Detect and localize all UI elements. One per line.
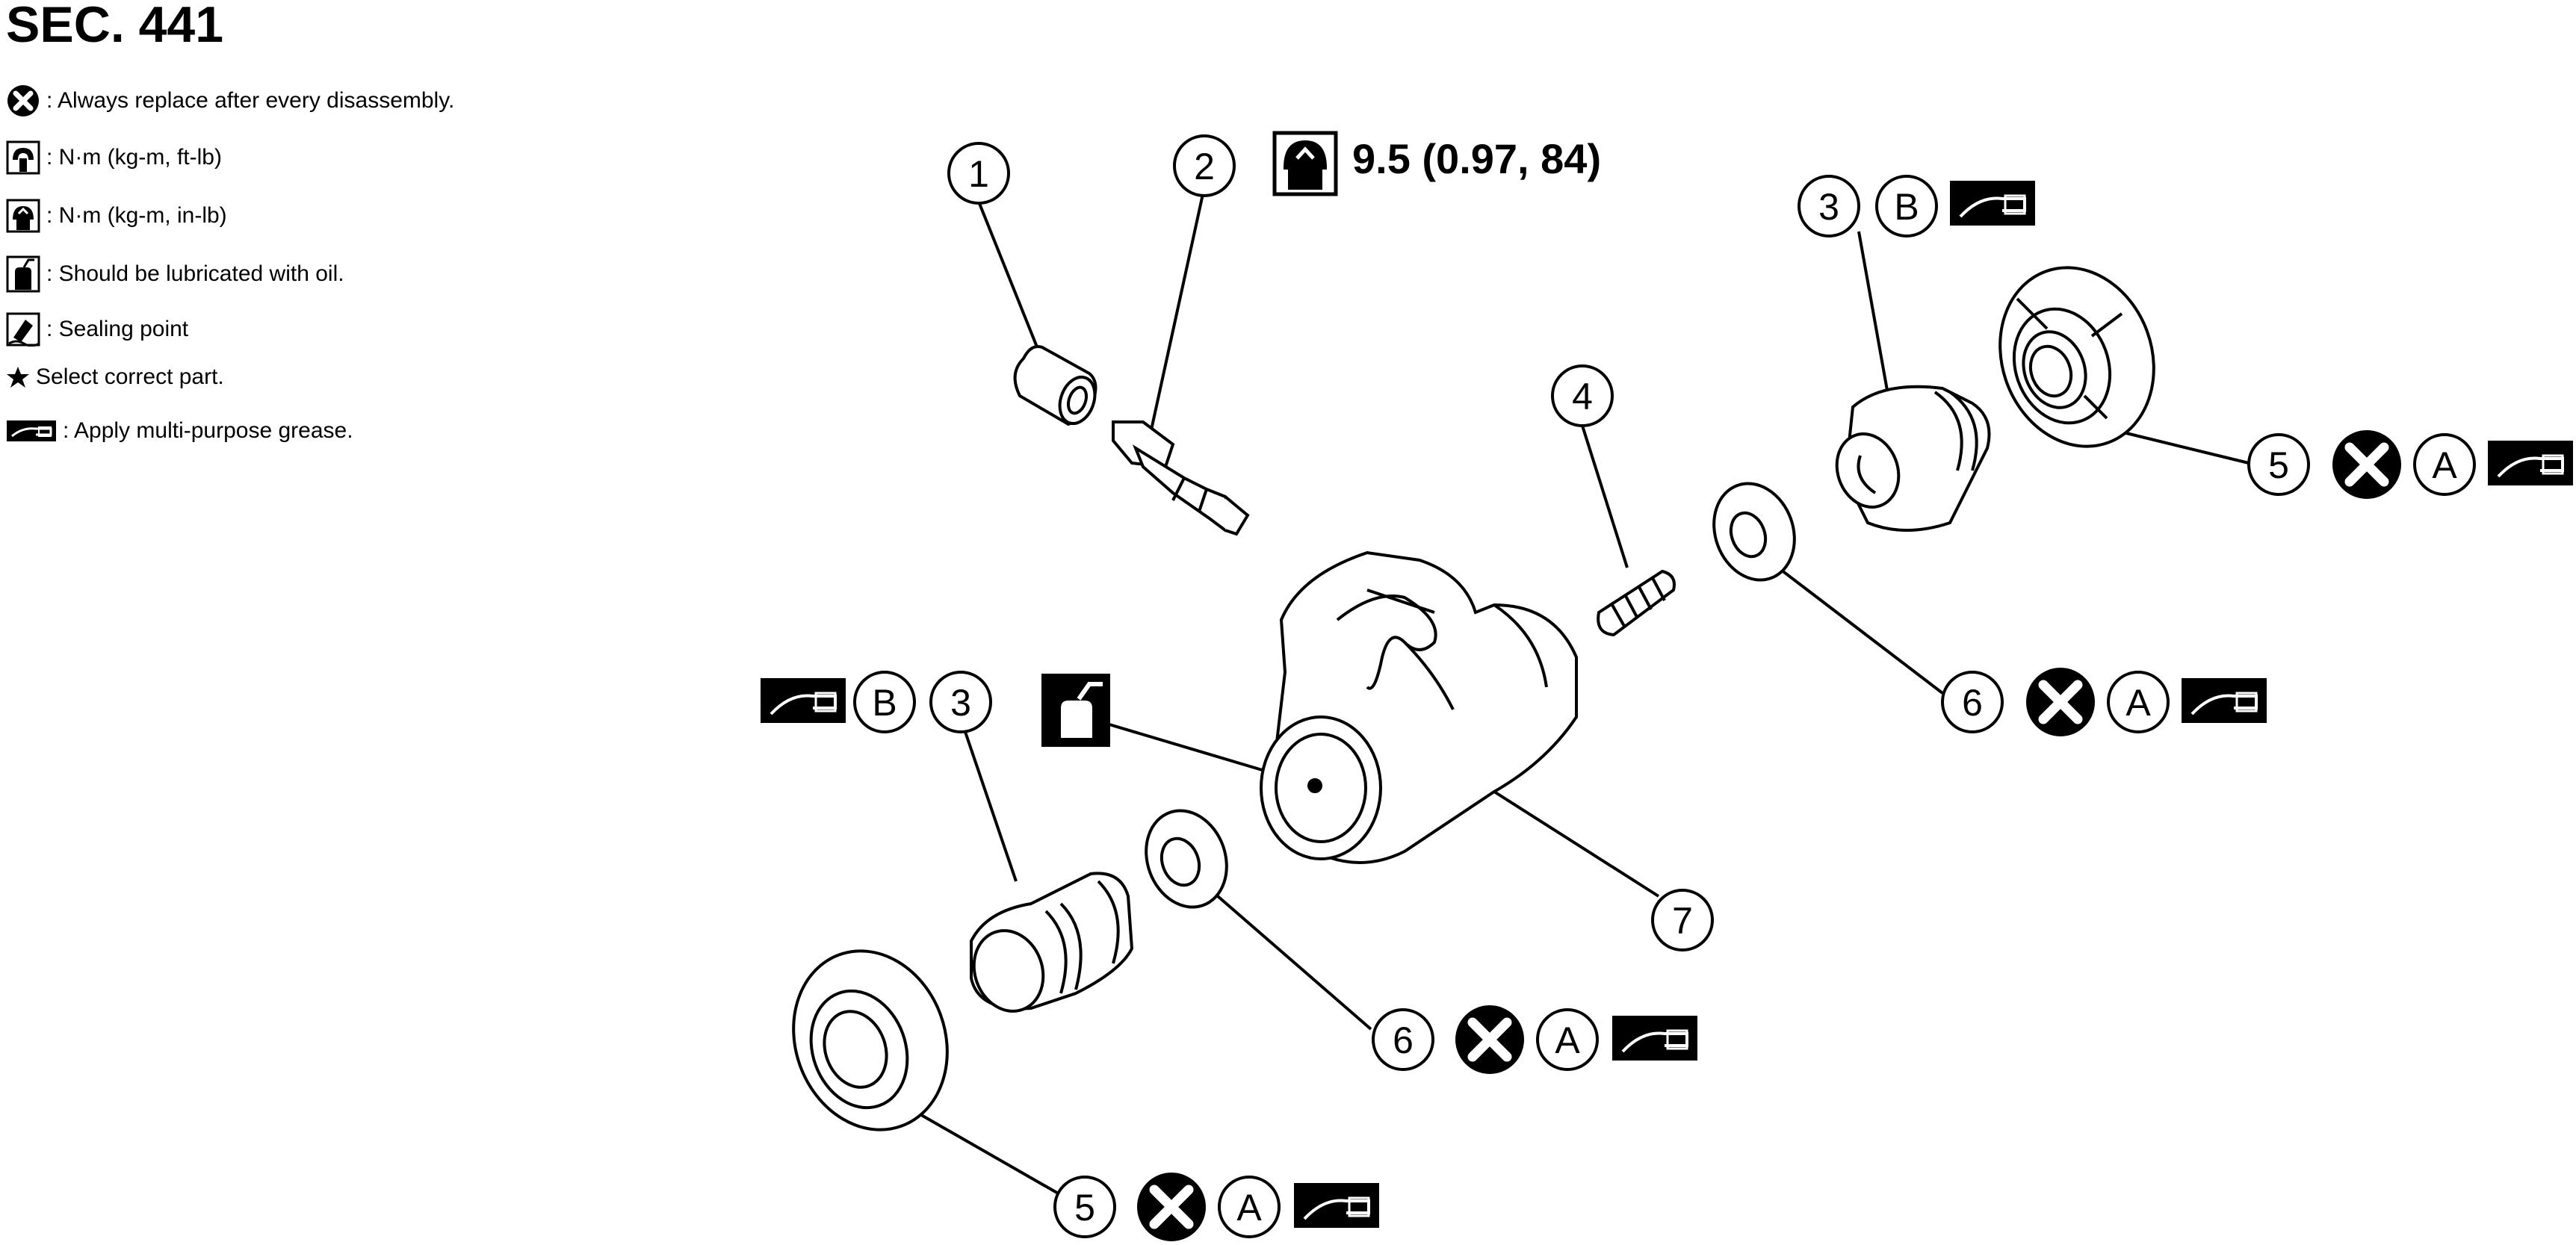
callout-a-upper6[interactable]: A [2107,671,2170,733]
callout-1[interactable]: 1 [947,142,1010,205]
grease-gun-icon [2488,441,2573,485]
callout-6-lower[interactable]: 6 [1372,1008,1434,1071]
legend-sealing-text: : Sealing point [46,317,189,341]
part-seal-lower [1145,809,1228,909]
torque-wrench-small-icon [6,199,40,233]
legend-select-text: Select correct part. [36,364,224,389]
part-wheel-cylinder [1260,550,1578,864]
svg-text:6: 6 [1962,682,1983,724]
part-bleeder-screw [1112,420,1250,536]
grease-gun-icon [1950,181,2035,226]
callout-6-upper[interactable]: 6 [1941,671,2004,733]
svg-text:A: A [2432,444,2457,486]
callout-a-upper5[interactable]: A [2413,433,2476,496]
legend-grease-text: : Apply multi-purpose grease. [63,418,353,443]
part-dust-cap [1013,345,1097,426]
callout-2[interactable]: 2 [1173,134,1236,197]
cross-circle-icon [1455,1005,1524,1074]
callout-3-upper[interactable]: 3 [1798,175,1860,237]
callout-b-lower[interactable]: B [853,671,916,733]
svg-text:B: B [872,682,897,724]
cross-circle-icon [1137,1173,1206,1241]
sealant-icon [6,312,40,347]
part-spring [1597,569,1676,637]
callout-5-upper[interactable]: 5 [2247,433,2310,496]
svg-text:A: A [1555,1019,1580,1061]
callout-3-lower[interactable]: 3 [929,671,992,733]
grease-gun-icon [1294,1183,1379,1228]
section-title: SEC. 441 [6,0,224,53]
callout-a-lower5[interactable]: A [1218,1176,1281,1238]
grease-gun-icon [761,678,846,723]
grease-gun-icon [7,420,56,441]
svg-text:3: 3 [950,682,971,724]
oil-can-icon [1041,674,1110,747]
cross-circle-icon [7,85,39,117]
legend-torque-ftlb-text: : N·m (kg-m, ft-lb) [46,145,222,170]
legend-replace: : Always replace after every disassembly… [6,84,454,118]
grease-gun-icon [1612,1016,1697,1061]
legend-oil-text: : Should be lubricated with oil. [46,261,344,286]
callout-b-upper[interactable]: B [1875,175,1938,237]
part-seal-upper [1712,482,1796,582]
grease-gun-icon [2182,678,2267,723]
part-piston-lower [970,872,1134,1013]
legend-oil: : Should be lubricated with oil. [6,255,344,293]
legend-torque-inlb: : N·m (kg-m, in-lb) [6,199,227,233]
legend-torque-ftlb: : N·m (kg-m, ft-lb) [6,140,222,175]
callout-7[interactable]: 7 [1651,889,1714,951]
svg-text:5: 5 [2268,444,2289,486]
callout-5-lower[interactable]: 5 [1053,1176,1116,1238]
svg-text:6: 6 [1393,1019,1414,1061]
torque-spec: 9.5 (0.97, 84) [1352,135,1601,182]
lubrication-point [1307,778,1322,793]
part-boot-upper [1998,266,2155,448]
legend-replace-text: : Always replace after every disassembly… [46,88,455,113]
svg-text:4: 4 [1572,376,1593,417]
part-boot-lower [792,949,949,1131]
svg-text:5: 5 [1074,1187,1095,1229]
oil-can-icon [6,255,40,293]
svg-text:7: 7 [1672,900,1693,942]
torque-icon-box [1272,131,1338,196]
cross-circle-icon [2026,668,2095,736]
legend-select: Select correct part. [6,364,224,390]
legend-torque-inlb-text: : N·m (kg-m, in-lb) [46,203,227,228]
star-icon [7,367,29,388]
svg-text:A: A [2125,682,2151,724]
cross-circle-icon [2332,430,2401,499]
svg-text:1: 1 [968,153,989,195]
torque-wrench-icon [6,140,40,175]
svg-text:3: 3 [1818,186,1839,228]
callout-a-lower6[interactable]: A [1536,1008,1599,1071]
legend-grease: : Apply multi-purpose grease. [6,418,353,444]
svg-text:B: B [1894,186,1919,228]
legend-sealing: : Sealing point [6,312,188,347]
svg-text:A: A [1236,1187,1262,1229]
svg-text:2: 2 [1194,146,1215,187]
callout-4[interactable]: 4 [1551,364,1614,427]
part-piston-upper [1835,385,1991,532]
